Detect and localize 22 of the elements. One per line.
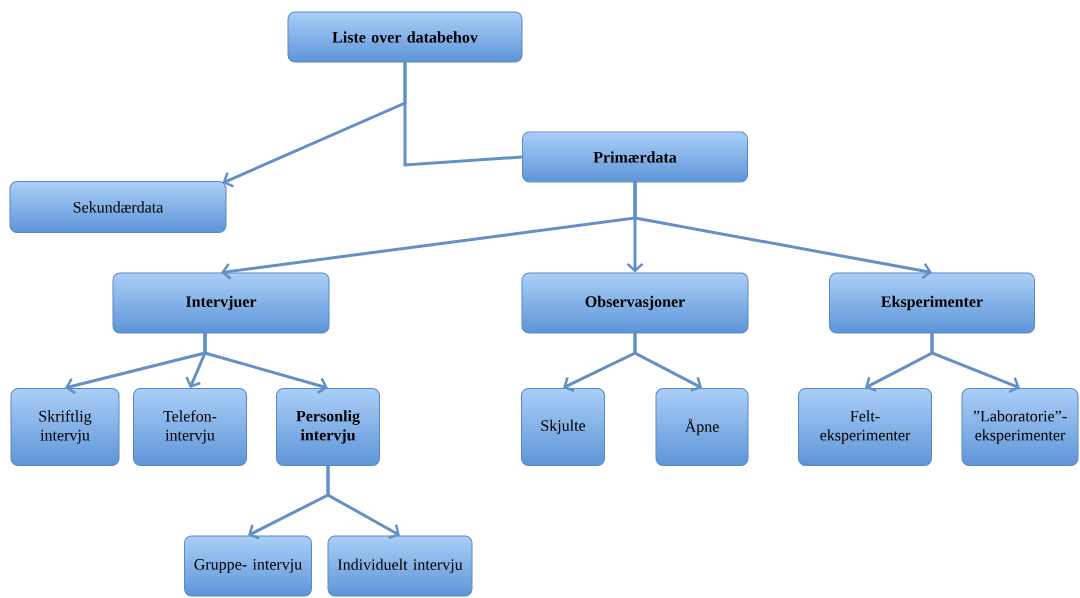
process-box: Telefon- intervju bbox=[133, 388, 247, 466]
process-box: Gruppe- intervju bbox=[184, 535, 312, 597]
process-box: Primærdata bbox=[522, 131, 748, 183]
process-box: Liste over databehov bbox=[287, 11, 523, 63]
process-box: Felt- eksperimenter bbox=[798, 388, 932, 466]
process-box: Skriftlig intervju bbox=[10, 388, 120, 466]
arrow bbox=[203, 331, 328, 394]
process-box: Observasjoner bbox=[521, 272, 749, 334]
arrow bbox=[930, 331, 1020, 393]
process-box: ”Laboratorie”- eksperimenter bbox=[961, 388, 1079, 466]
process-box: Sekundærdata bbox=[9, 181, 227, 233]
arrow bbox=[626, 181, 644, 273]
process-box: Eksperimenter bbox=[829, 272, 1035, 334]
arrow bbox=[222, 60, 407, 188]
arrow bbox=[326, 463, 400, 539]
process-box: Skjulte bbox=[521, 388, 605, 466]
process-box: Intervjuer bbox=[112, 272, 330, 334]
process-box: Åpne bbox=[655, 388, 749, 466]
arrow bbox=[633, 180, 932, 280]
process-box: Personlig intervju bbox=[276, 388, 380, 466]
process-box: Individuelt intervju bbox=[327, 535, 473, 597]
arrow bbox=[633, 331, 702, 392]
